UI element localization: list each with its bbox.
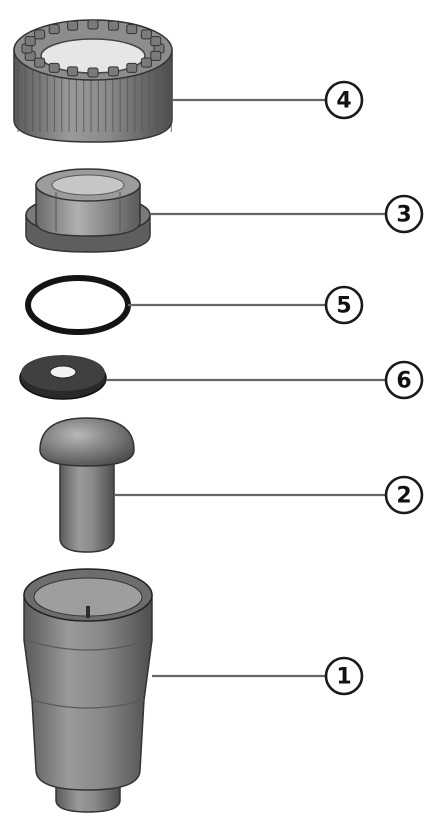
housing <box>24 569 152 812</box>
callout-number-6: 6 <box>396 369 411 394</box>
callout-layer: 4 3 5 6 2 1 <box>106 82 422 694</box>
callout-number-3: 3 <box>396 203 411 228</box>
knurled-nut <box>14 20 172 142</box>
callout-number-4: 4 <box>336 89 351 114</box>
callout-number-2: 2 <box>396 484 411 509</box>
bushing <box>26 169 150 252</box>
pin <box>40 418 134 552</box>
callout-number-1: 1 <box>336 665 351 690</box>
o-ring <box>28 278 128 332</box>
callout-number-5: 5 <box>336 294 351 319</box>
washer <box>20 355 106 399</box>
